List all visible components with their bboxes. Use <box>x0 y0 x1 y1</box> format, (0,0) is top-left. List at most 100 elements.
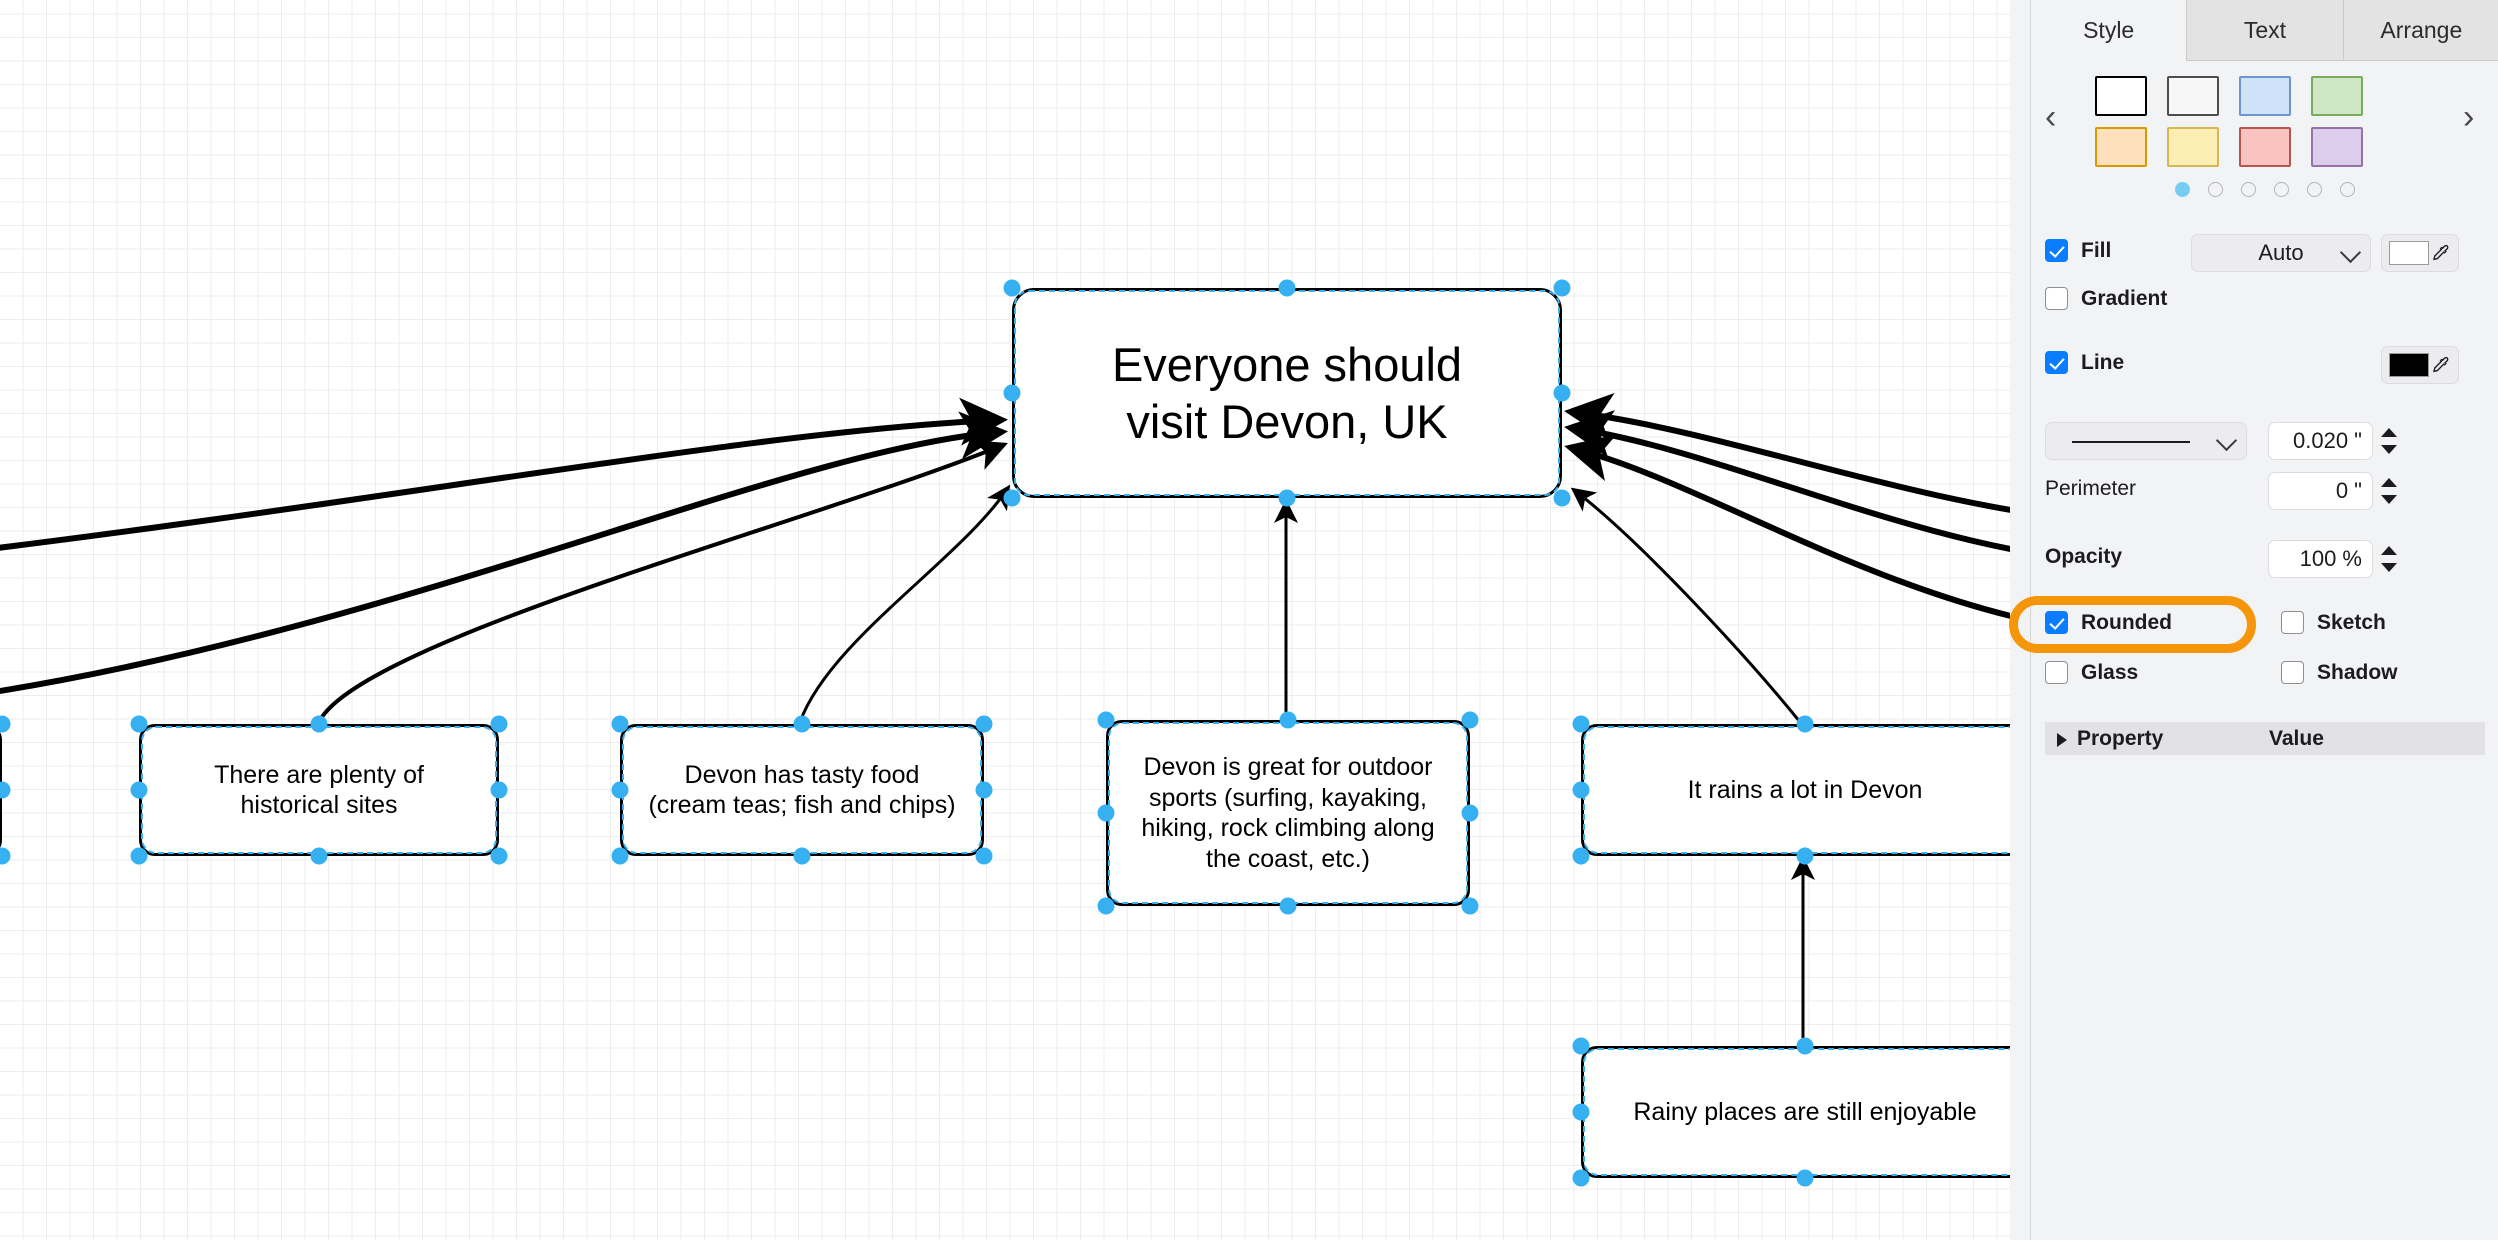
style-swatch-picker[interactable]: ‹ › <box>2031 70 2498 175</box>
style-swatch-4[interactable] <box>2311 76 2363 116</box>
edge-incoming-left-3 <box>317 440 1008 724</box>
resize-handle[interactable] <box>130 715 148 733</box>
style-swatch-5[interactable] <box>2095 127 2147 167</box>
resize-handle[interactable] <box>0 781 11 799</box>
line-width-field[interactable]: 0.020 " <box>2268 422 2373 460</box>
resize-handle[interactable] <box>1572 1037 1590 1055</box>
resize-handle[interactable] <box>130 847 148 865</box>
rounded-checkbox[interactable] <box>2045 611 2068 634</box>
resize-handle[interactable] <box>0 847 11 865</box>
resize-handle[interactable] <box>1572 847 1590 865</box>
resize-handle[interactable] <box>1796 1169 1814 1187</box>
resize-handle[interactable] <box>975 715 993 733</box>
eyedropper-icon[interactable] <box>2430 242 2452 266</box>
resize-handle[interactable] <box>611 715 629 733</box>
resize-handle[interactable] <box>1097 711 1115 729</box>
perimeter-stepper[interactable] <box>2379 472 2401 510</box>
resize-handle[interactable] <box>1278 489 1296 507</box>
resize-handle[interactable] <box>1461 711 1479 729</box>
resize-handle[interactable] <box>1279 711 1297 729</box>
edge-incoming-right-1 <box>1564 393 2010 513</box>
resize-handle[interactable] <box>1003 384 1021 402</box>
eyedropper-icon[interactable] <box>2430 354 2452 378</box>
style-page-dot-1[interactable] <box>2175 182 2190 197</box>
resize-handle[interactable] <box>975 847 993 865</box>
style-page-dot-3[interactable] <box>2241 182 2256 197</box>
style-page-dot-4[interactable] <box>2274 182 2289 197</box>
edge-incoming-right-3 <box>1564 434 2010 619</box>
resize-handle[interactable] <box>1572 715 1590 733</box>
resize-handle[interactable] <box>1572 1103 1590 1121</box>
resize-handle[interactable] <box>310 715 328 733</box>
diagram-canvas[interactable]: Everyone should visit Devon, UK There are… <box>0 0 2010 1240</box>
style-swatch-1[interactable] <box>2095 76 2147 116</box>
resize-handle[interactable] <box>1553 279 1571 297</box>
line-style-select[interactable] <box>2045 422 2247 460</box>
shadow-checkbox[interactable] <box>2281 661 2304 684</box>
gradient-checkbox[interactable] <box>2045 287 2068 310</box>
fill-checkbox[interactable] <box>2045 239 2068 262</box>
resize-handle[interactable] <box>130 781 148 799</box>
format-panel-tabs[interactable]: Style Text Arrange <box>2031 0 2498 61</box>
style-swatch-7[interactable] <box>2239 127 2291 167</box>
resize-handle[interactable] <box>975 781 993 799</box>
style-page-dot-5[interactable] <box>2307 182 2322 197</box>
resize-handle[interactable] <box>490 781 508 799</box>
resize-handle[interactable] <box>1553 489 1571 507</box>
diagram-node-history[interactable]: There are plenty of historical sites <box>139 724 499 856</box>
diagram-node-food[interactable]: Devon has tasty food (cream teas; fish a… <box>620 724 984 856</box>
style-page-dot-2[interactable] <box>2208 182 2223 197</box>
fill-color-button[interactable] <box>2381 234 2459 272</box>
style-page-dot-6[interactable] <box>2340 182 2355 197</box>
tab-style[interactable]: Style <box>2031 0 2187 61</box>
style-swatch-2[interactable] <box>2167 76 2219 116</box>
resize-handle[interactable] <box>1553 384 1571 402</box>
resize-handle[interactable] <box>1097 897 1115 915</box>
resize-handle[interactable] <box>1572 781 1590 799</box>
value-column-header: Value <box>2269 726 2324 750</box>
resize-handle[interactable] <box>1278 279 1296 297</box>
resize-handle[interactable] <box>1461 897 1479 915</box>
tab-text[interactable]: Text <box>2186 0 2343 61</box>
style-swatch-6[interactable] <box>2167 127 2219 167</box>
resize-handle[interactable] <box>611 847 629 865</box>
style-swatch-8[interactable] <box>2311 127 2363 167</box>
diagram-node-enjoy[interactable]: Rainy places are still enjoyable <box>1581 1046 2010 1178</box>
property-table-header[interactable]: Property Value <box>2045 722 2485 755</box>
diagram-node-sports[interactable]: Devon is great for outdoor sports (surfi… <box>1106 720 1470 906</box>
perimeter-field[interactable]: 0 " <box>2268 472 2373 510</box>
sketch-checkbox[interactable] <box>2281 611 2304 634</box>
resize-handle[interactable] <box>1279 897 1297 915</box>
opacity-field[interactable]: 100 % <box>2268 540 2373 578</box>
resize-handle[interactable] <box>310 847 328 865</box>
style-swatch-3[interactable] <box>2239 76 2291 116</box>
resize-handle[interactable] <box>793 847 811 865</box>
resize-handle[interactable] <box>793 715 811 733</box>
resize-handle[interactable] <box>1003 279 1021 297</box>
fill-style-select[interactable]: Auto <box>2191 234 2371 272</box>
triangle-right-icon[interactable] <box>2057 733 2067 747</box>
resize-handle[interactable] <box>1461 804 1479 822</box>
resize-handle[interactable] <box>1796 847 1814 865</box>
resize-handle[interactable] <box>611 781 629 799</box>
chevron-down-icon <box>2339 241 2362 264</box>
resize-handle[interactable] <box>1572 1169 1590 1187</box>
glass-checkbox[interactable] <box>2045 661 2068 684</box>
line-color-button[interactable] <box>2381 346 2459 384</box>
diagram-node-rain[interactable]: It rains a lot in Devon <box>1581 724 2010 856</box>
resize-handle[interactable] <box>1796 715 1814 733</box>
resize-handle[interactable] <box>490 847 508 865</box>
resize-handle[interactable] <box>1003 489 1021 507</box>
chevron-left-icon[interactable]: ‹ <box>2045 98 2057 136</box>
resize-handle[interactable] <box>490 715 508 733</box>
resize-handle[interactable] <box>1097 804 1115 822</box>
tab-arrange[interactable]: Arrange <box>2342 0 2498 61</box>
resize-handle[interactable] <box>1796 1037 1814 1055</box>
diagram-node-center[interactable]: Everyone should visit Devon, UK <box>1012 288 1562 498</box>
resize-handle[interactable] <box>0 715 11 733</box>
chevron-right-icon[interactable]: › <box>2463 98 2475 136</box>
opacity-stepper[interactable] <box>2379 540 2401 578</box>
line-checkbox[interactable] <box>2045 351 2068 374</box>
style-page-dots[interactable] <box>2031 182 2498 202</box>
line-width-stepper[interactable] <box>2379 422 2401 460</box>
